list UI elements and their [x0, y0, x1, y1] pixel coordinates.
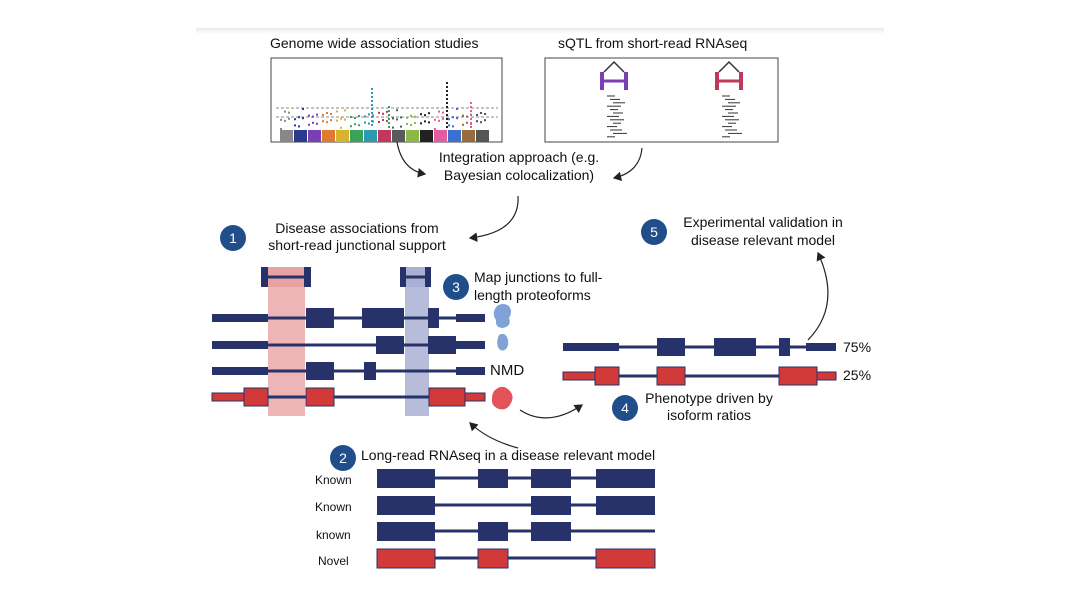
- isoform-4-novel: [211, 387, 486, 407]
- isoform-3-nmd: [212, 362, 485, 380]
- proteoform-red-icon: [491, 386, 513, 410]
- step-2-label: Long-read RNAseq in a disease relevant m…: [361, 447, 656, 463]
- isoform-2: [212, 336, 485, 354]
- top-divider: [196, 28, 884, 34]
- integration-line-1: Integration approach (e.g.: [438, 149, 600, 165]
- step-3-badge: 3: [443, 274, 469, 300]
- ratio-label-b: 25%: [843, 367, 872, 383]
- ratio-isoform-b: [562, 366, 837, 386]
- sqtl-title: sQTL from short-read RNAseq: [558, 35, 748, 51]
- arrow-integration-to-step1: [468, 195, 519, 242]
- manhattan-plot: [280, 82, 489, 142]
- longread-isoform-known-3: [377, 522, 655, 541]
- gwas-panel: [270, 57, 503, 143]
- step-3-line-1: Map junctions to full-: [474, 269, 603, 285]
- nmd-label: NMD: [490, 362, 525, 379]
- junction-band-blue: [405, 286, 429, 416]
- integration-line-2: Bayesian colocalization): [443, 167, 595, 183]
- arrow-sqtl-to-integration: [612, 147, 643, 182]
- step-1-label: Disease associations from short-read jun…: [252, 220, 462, 254]
- step-1-badge: 1: [220, 225, 246, 251]
- ratio-label-a: 75%: [843, 339, 872, 355]
- sqtl-panel: [544, 57, 779, 143]
- step-3-line-2: length proteoforms: [474, 287, 591, 303]
- junction-marker-blue: [400, 267, 431, 287]
- longread-isoform-known-1: [377, 469, 655, 488]
- isoform-1: [212, 308, 485, 328]
- longread-label-4: Novel: [318, 554, 349, 568]
- ratio-isoform-a: [563, 338, 836, 356]
- step-4-line-1: Phenotype driven by: [645, 390, 773, 406]
- step-4-badge: 4: [612, 395, 638, 421]
- longread-isoform-novel: [376, 548, 656, 569]
- arrow-longread-to-isoforms: [469, 422, 519, 449]
- proteoform-blue-1-icon: [493, 304, 511, 328]
- step-5-badge: 5: [641, 219, 667, 245]
- step-5-line-2: disease relevant model: [691, 232, 835, 248]
- sqtl-junction-purple: [600, 60, 628, 90]
- step-3-label: Map junctions to full- length proteoform…: [474, 268, 602, 304]
- step-1-line-2: short-read junctional support: [268, 237, 446, 253]
- step-5-label: Experimental validation in disease relev…: [668, 213, 858, 249]
- longread-isoform-known-2: [377, 496, 655, 515]
- longread-label-2: Known: [315, 500, 352, 514]
- step-4-label: Phenotype driven by isoform ratios: [640, 390, 778, 424]
- arrow-step4-to-step5: [807, 251, 829, 341]
- gwas-title: Genome wide association studies: [270, 35, 479, 51]
- arrow-isoforms-to-step4: [519, 404, 583, 419]
- integration-label: Integration approach (e.g. Bayesian colo…: [412, 148, 626, 184]
- step-1-line-1: Disease associations from: [275, 220, 439, 236]
- longread-label-3: known: [316, 528, 351, 542]
- proteoform-blue-2-icon: [497, 333, 509, 351]
- junction-band-pink: [268, 286, 305, 416]
- longread-label-1: Known: [315, 473, 352, 487]
- sqtl-reads: [607, 95, 742, 138]
- step-2-badge: 2: [330, 445, 356, 471]
- step-4-line-2: isoform ratios: [666, 407, 752, 423]
- sqtl-junction-red: [715, 60, 743, 90]
- junction-marker-pink: [261, 267, 311, 287]
- arrow-gwas-to-integration: [396, 141, 427, 178]
- step-5-line-1: Experimental validation in: [683, 214, 843, 230]
